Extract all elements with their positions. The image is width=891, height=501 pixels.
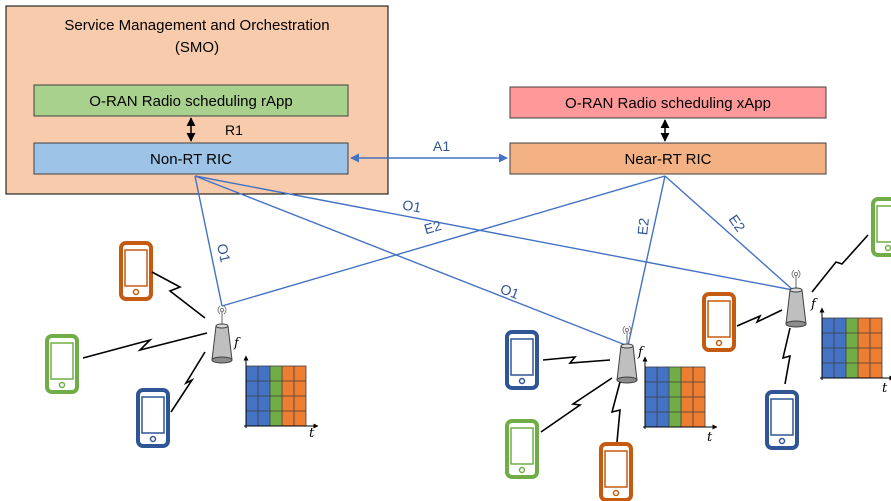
- phone-2b-icon: [505, 419, 539, 479]
- time-axis-label-3: t: [882, 381, 888, 396]
- e2-link-bs2: [627, 175, 666, 347]
- radio-link-2c: [610, 381, 621, 443]
- time-axis-label-1: t: [309, 426, 315, 441]
- resource-grid-2: [643, 357, 717, 429]
- rapp-label: O-RAN Radio scheduling rApp: [89, 93, 292, 110]
- phone-2c-icon: [599, 442, 633, 501]
- radio-link-2a: [542, 356, 611, 364]
- o1-label-bs3: O1: [401, 197, 422, 216]
- non-rt-ric-box[interactable]: [33, 142, 349, 175]
- freq-axis-label-2: f: [637, 345, 645, 360]
- freq-axis-label-1: f: [233, 336, 241, 351]
- resource-grid-3: [820, 308, 891, 380]
- xapp-label: O-RAN Radio scheduling xApp: [565, 95, 771, 112]
- o1-label-bs2: O1: [498, 281, 521, 303]
- phone-3c-icon: [871, 197, 891, 257]
- radio-link-3a: [736, 309, 783, 327]
- base-station-2-icon: [616, 325, 638, 384]
- e2-label-bs2: E2: [634, 217, 652, 236]
- phone-1b-icon: [45, 334, 79, 394]
- near-rt-ric-label: Near-RT RIC: [625, 151, 712, 168]
- phone-2a-icon: [505, 330, 539, 390]
- xapp-box[interactable]: [509, 86, 827, 119]
- o1-link-bs3: [194, 175, 794, 291]
- phone-3a-icon: [702, 292, 736, 352]
- freq-axis-label-3: f: [810, 297, 818, 312]
- e2-label-bs1: E2: [422, 217, 443, 237]
- phone-3b-icon: [765, 390, 799, 450]
- o1-link-bs2: [194, 175, 629, 347]
- radio-link-1c: [170, 351, 206, 413]
- e2-link-bs3: [664, 175, 794, 291]
- time-axis-label-2: t: [707, 430, 713, 445]
- e2-label-bs3: E2: [726, 212, 749, 235]
- base-station-3-icon: [785, 269, 807, 328]
- near-rt-ric-box[interactable]: [509, 142, 827, 175]
- radio-link-3c: [811, 234, 869, 293]
- radio-link-1b: [82, 332, 208, 359]
- radio-link-2b: [540, 377, 613, 433]
- phone-1c-icon: [136, 388, 170, 448]
- non-rt-ric-label: Non-RT RIC: [150, 151, 232, 168]
- e2-link-bs1: [221, 175, 666, 307]
- resource-grid-1: [244, 356, 318, 428]
- o1-link-bs1: [194, 175, 223, 307]
- o1-label-bs1: O1: [214, 242, 234, 264]
- smo-title-line1: Service Management and Orchestration: [64, 17, 329, 34]
- smo-title-line2: (SMO): [175, 39, 219, 56]
- radio-link-1a: [151, 271, 206, 319]
- base-station-1-icon: [211, 305, 233, 364]
- phone-1a-icon: [119, 241, 153, 301]
- r1-label: R1: [225, 122, 243, 138]
- rapp-box[interactable]: [33, 84, 349, 117]
- a1-label: A1: [433, 138, 450, 154]
- radio-link-3b: [781, 327, 792, 385]
